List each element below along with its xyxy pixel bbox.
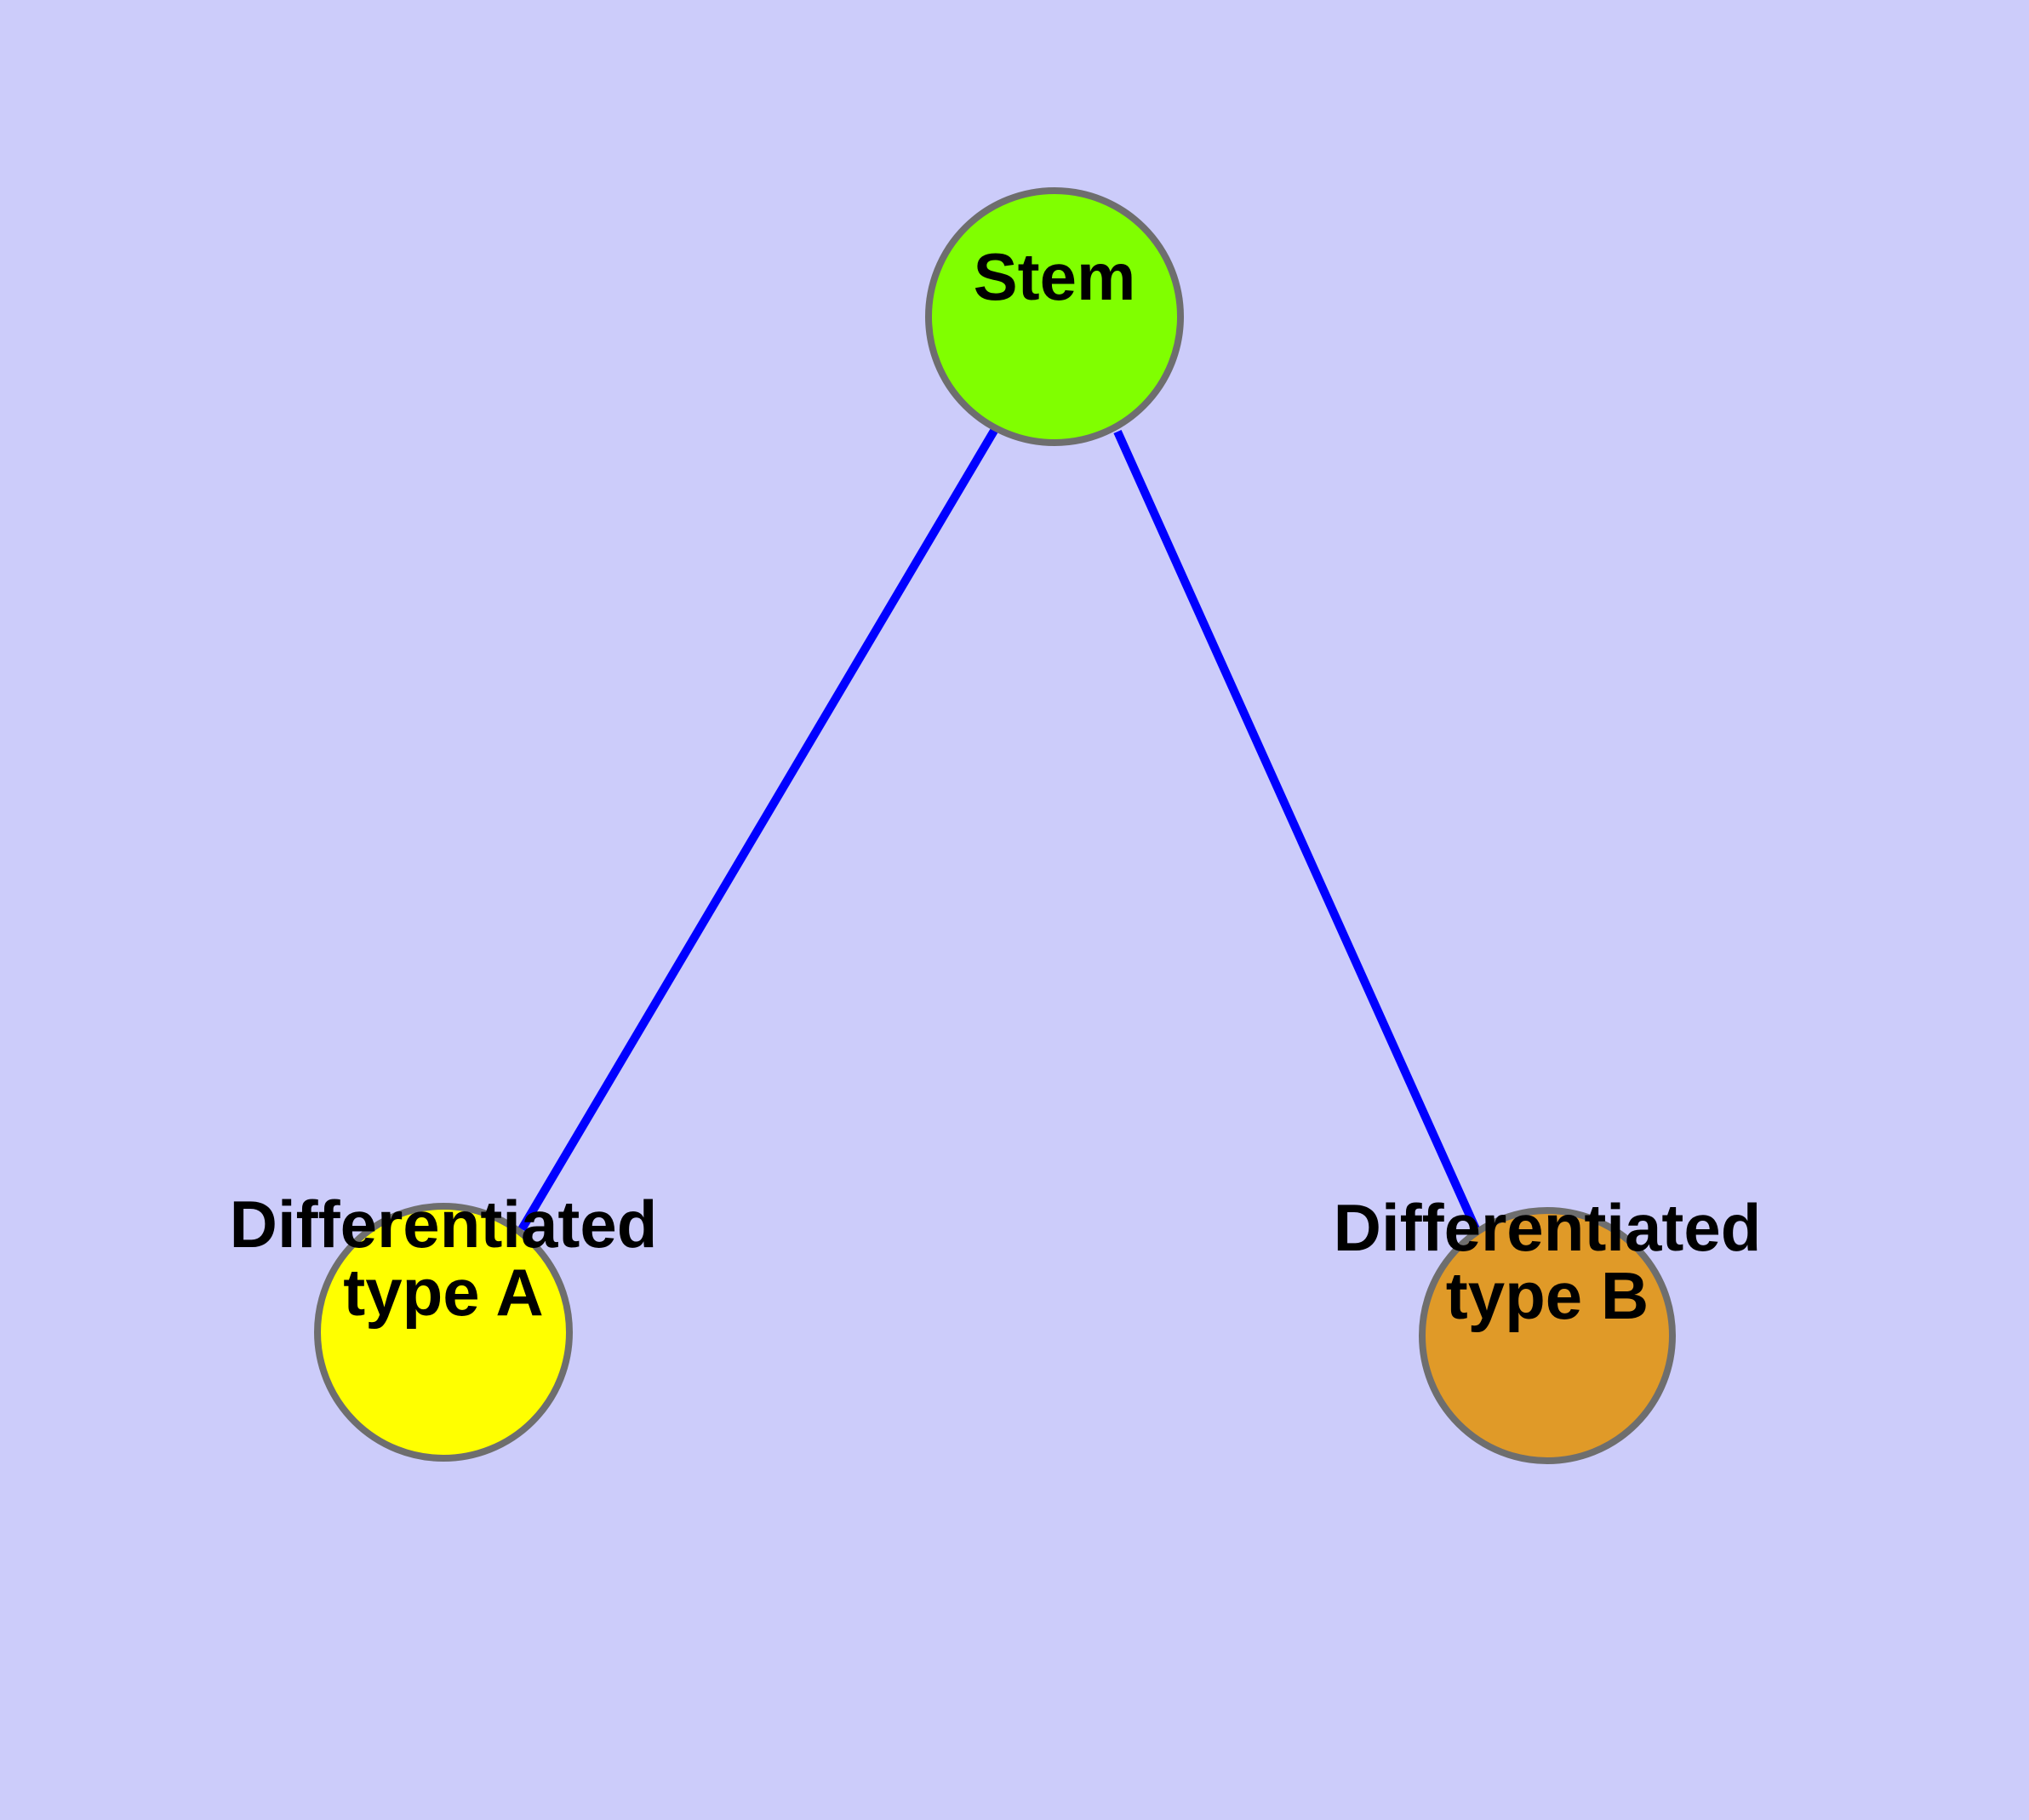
node-differentiated-type-b[interactable] bbox=[1419, 1207, 1676, 1464]
edge-stem-to-differentiated-type-a[interactable] bbox=[517, 428, 998, 1232]
edge-stem-to-differentiated-type-b[interactable] bbox=[1113, 429, 1481, 1233]
node-differentiated-type-a[interactable] bbox=[314, 1203, 573, 1462]
node-stem[interactable] bbox=[925, 187, 1184, 446]
